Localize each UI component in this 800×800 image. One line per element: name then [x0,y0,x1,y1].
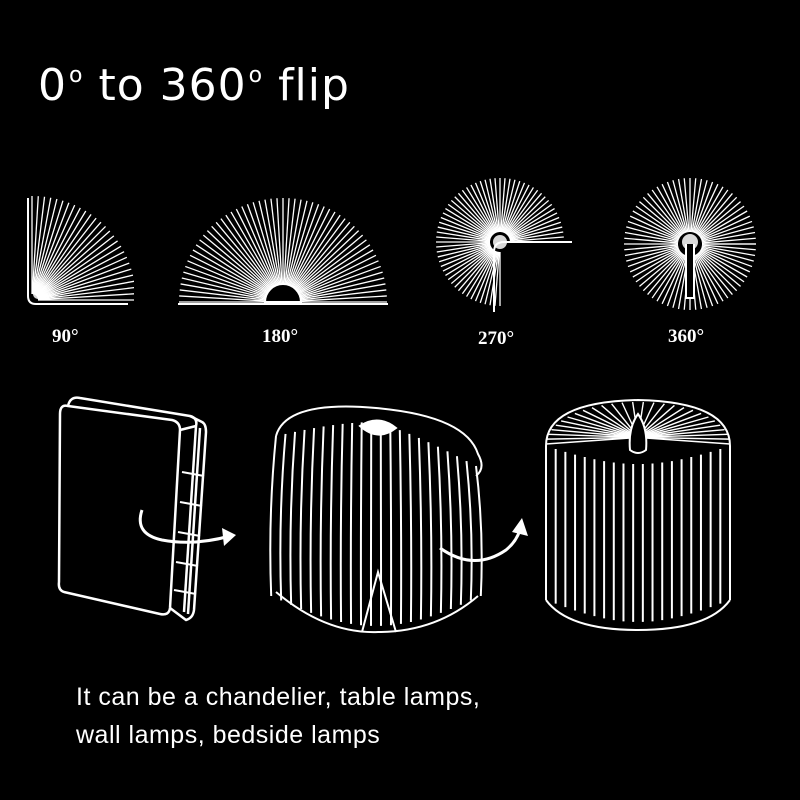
caption-line-2: wall lamps, bedside lamps [76,721,381,749]
full-open-book-icon [538,394,738,634]
headline-degree-end: o [248,63,264,88]
headline-start: 0 [38,60,67,111]
fan-270-icon [432,176,580,316]
angle-label-360: 360° [668,326,705,347]
headline-end: flip [263,60,350,111]
fan-90-icon [22,192,134,310]
headline: 0o to 360o flip [38,60,350,111]
caption-line-1: It can be a chandelier, table lamps, [76,683,481,711]
closed-book-icon [54,392,210,624]
angle-label-180: 180° [262,326,299,347]
angle-label-270: 270° [478,328,515,349]
headline-degree-start: o [69,63,84,88]
half-open-book-icon [266,396,492,640]
angle-label-90: 90° [52,326,79,347]
curved-arrow-icon [132,500,242,560]
caption: It can be a chandelier, table lamps, wal… [76,678,480,754]
fan-180-icon [176,190,390,310]
curved-arrow-icon-2 [434,514,534,574]
fan-360-icon [616,176,766,316]
headline-middle: to 360 [83,60,247,111]
